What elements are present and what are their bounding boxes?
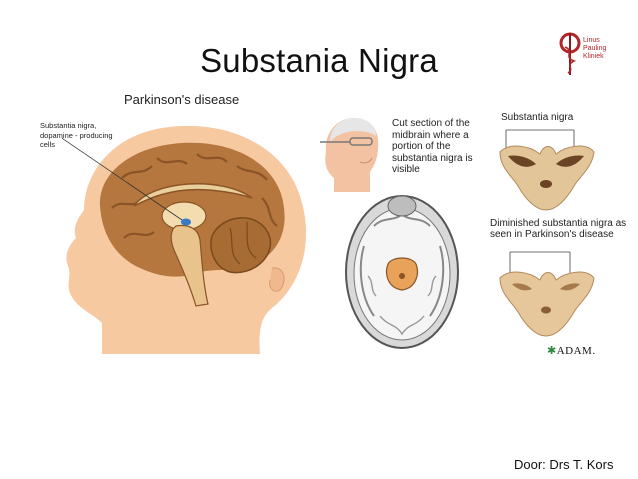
diminished-midbrain-illustration bbox=[496, 248, 596, 342]
slide-author: Door: Drs T. Kors bbox=[514, 457, 613, 472]
substantia-nigra-dot bbox=[181, 219, 191, 226]
adam-star-icon: ✱ bbox=[547, 345, 557, 357]
cut-section-label: Cut section of the midbrain where a port… bbox=[392, 118, 492, 176]
slide-title: Substania Nigra bbox=[0, 42, 638, 80]
normal-midbrain-illustration bbox=[496, 124, 596, 214]
logo-line-3: Kliniek bbox=[583, 53, 604, 61]
diagram-title: Parkinson's disease bbox=[124, 92, 239, 107]
substantia-nigra-label: Substantia nigra bbox=[501, 112, 573, 123]
caduceus-icon bbox=[559, 29, 581, 77]
clinic-logo: Linus Pauling Kliniek bbox=[553, 29, 633, 81]
head-brain-illustration bbox=[62, 118, 322, 354]
diminished-nigra-label: Diminished substantia nigra as seen in P… bbox=[490, 218, 630, 240]
adam-credit: ✱ADAM. bbox=[547, 344, 596, 357]
logo-line-1: Linus bbox=[583, 37, 600, 45]
logo-line-2: Pauling bbox=[583, 45, 606, 53]
patient-head-illustration bbox=[320, 112, 384, 192]
adam-credit-text: ADAM. bbox=[557, 345, 596, 357]
midbrain-cross-section bbox=[344, 186, 460, 350]
